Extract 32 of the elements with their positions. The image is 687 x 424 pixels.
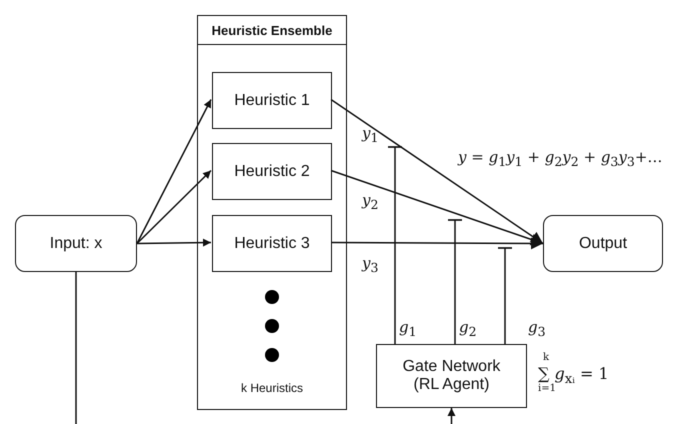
arrow [330, 170, 544, 246]
process-box [212, 143, 332, 200]
ensemble-panel [197, 15, 347, 410]
process-box [212, 215, 332, 272]
arrow [448, 408, 456, 424]
arrow [330, 98, 544, 244]
gate-line [497, 247, 513, 344]
math-label: g$_{3}$ [528, 318, 546, 339]
node-label: Output [578, 234, 628, 252]
panel-heading: Heuristic Ensemble [198, 16, 346, 45]
math-label: g$_{1}$ [399, 318, 417, 339]
output-box [543, 215, 663, 272]
node-label: Input: x [50, 234, 102, 252]
gate-network-box [376, 344, 527, 408]
process-box [212, 72, 332, 129]
input-box [15, 215, 137, 272]
arrow [331, 237, 543, 250]
arrow [136, 238, 212, 247]
node-label: Gate Network (RL Agent) [402, 358, 502, 394]
arrow [136, 99, 212, 244]
gate-line [447, 219, 463, 344]
math-label: y$_{2}$ [362, 191, 378, 212]
node-label: Heuristic 3 [234, 234, 310, 252]
math-label: y$_{1}$ [362, 124, 378, 145]
math-label: g$_{2}$ [459, 318, 477, 339]
node-label: Heuristic 2 [234, 162, 310, 180]
panel-note: k Heuristics [240, 381, 304, 395]
arrow [136, 170, 212, 244]
node-label: Heuristic 1 [234, 92, 310, 110]
equation: y = g$_{1}$y$_{1}$ + g$_{2}$y$_{2}$ + g$_{3}$y$_{3}$+… [458, 148, 662, 169]
math-label: y$_{3}$ [362, 254, 378, 275]
gate-line [387, 146, 403, 344]
